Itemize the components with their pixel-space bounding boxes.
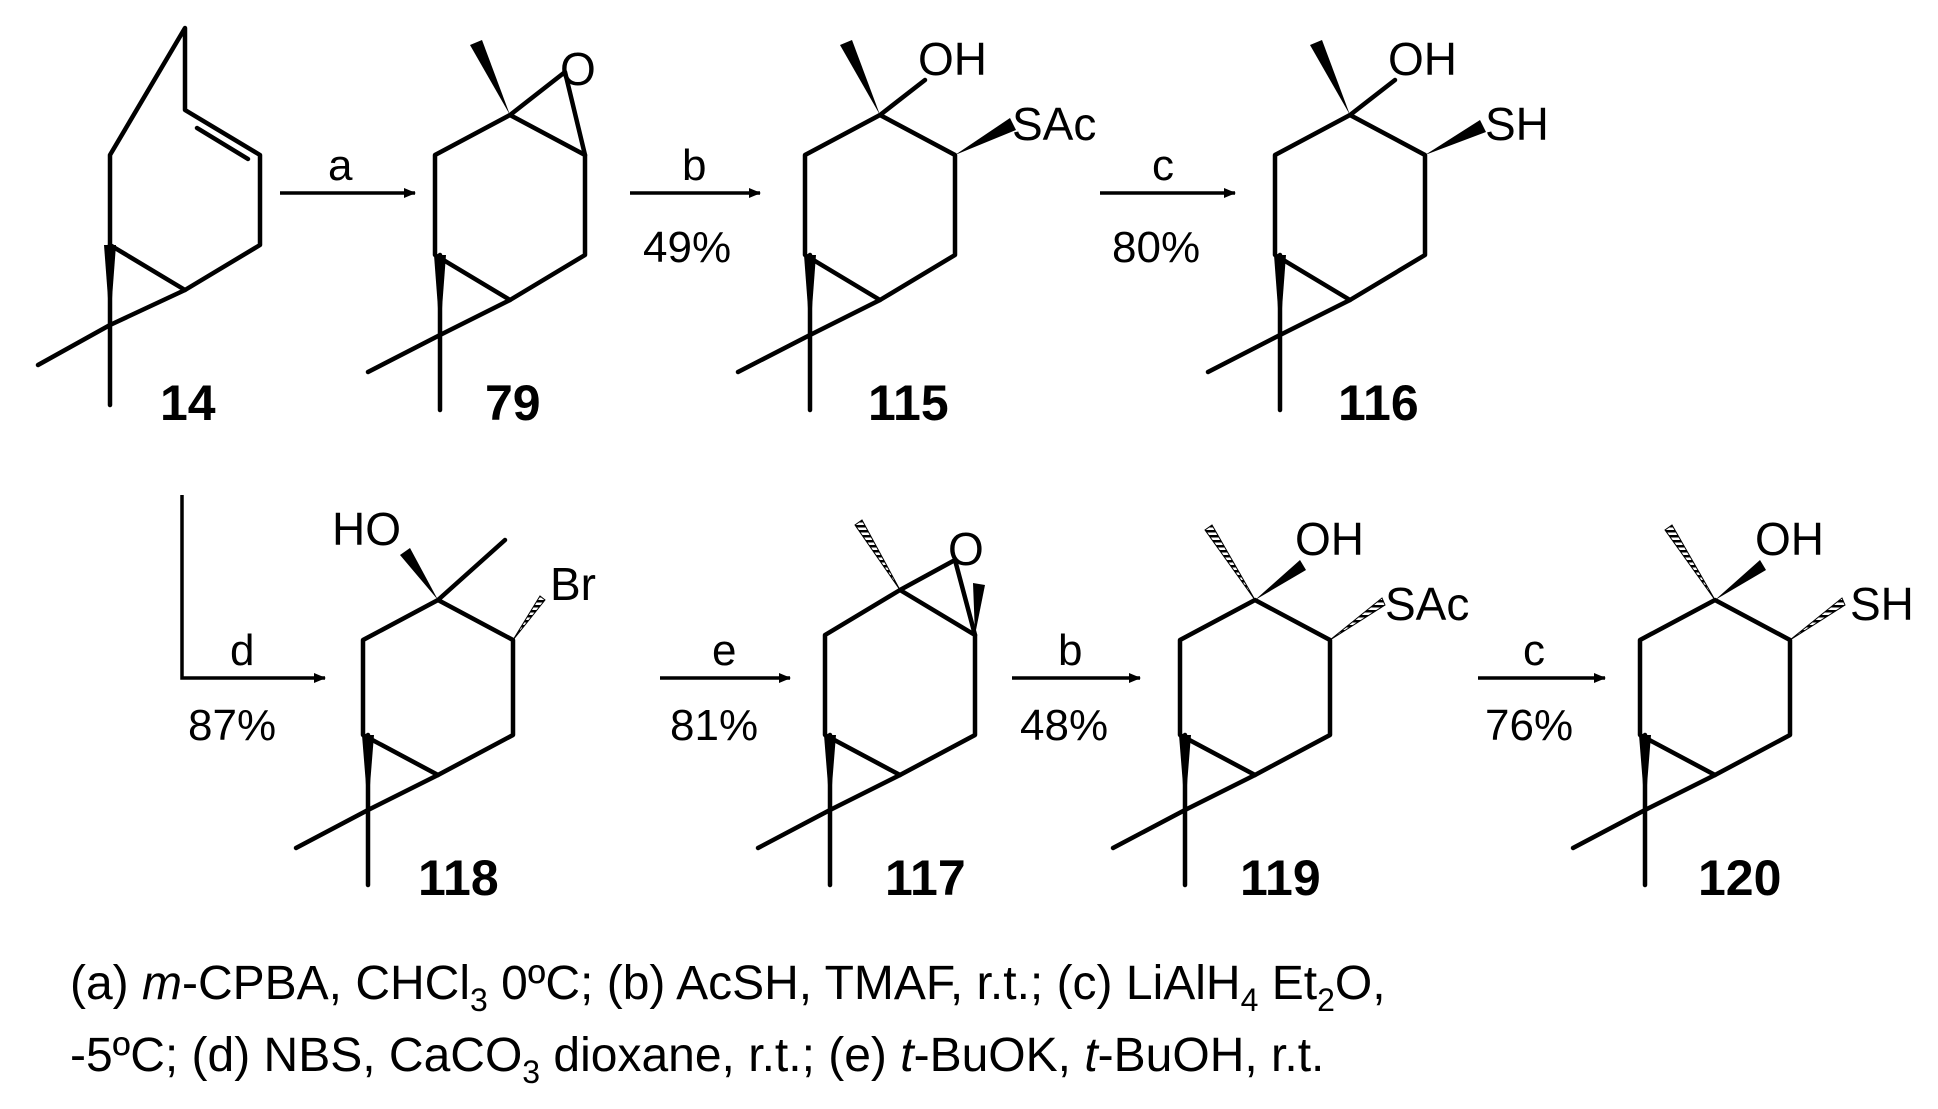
arrow-yield: 80% [1112, 223, 1200, 272]
conditions-text: 0ºC; (b) AcSH, TMAF, r.t.; (c) LiAlH [487, 957, 1241, 1010]
conditions-italic: t [900, 1029, 914, 1082]
compound-label-119: 119 [1240, 850, 1321, 906]
reaction-scheme: 14 a O 79 b 49% OH SAc 115 c 8 [35, 25, 1914, 906]
conditions-subscript: 3 [522, 1054, 541, 1090]
arrow-reagent: b [682, 141, 706, 190]
compound-label-117: 117 [885, 850, 966, 906]
compound-label-118: 118 [418, 850, 499, 906]
conditions-text: -CPBA, CHCl [181, 957, 471, 1010]
arrow-yield: 48% [1020, 701, 1108, 750]
arrow-b-1: b 49% [630, 141, 761, 272]
conditions-subscript: 4 [1240, 982, 1259, 1018]
conditions-text: -BuOK, [913, 1029, 1085, 1082]
conditions-line-2: -5ºC; (d) NBS, CaCO3 dioxane, r.t.; (e) … [70, 1020, 1890, 1092]
arrow-e: e 81% [660, 626, 791, 750]
arrow-yield: 87% [188, 701, 276, 750]
atom-SH: SH [1485, 98, 1549, 150]
atom-OH: OH [918, 33, 987, 85]
arrow-yield: 76% [1485, 701, 1573, 750]
atom-OH: OH [1388, 33, 1457, 85]
atom-HO: HO [332, 503, 401, 555]
compound-14: 14 [35, 25, 263, 431]
compound-label-115: 115 [868, 375, 949, 431]
arrow-yield: 81% [670, 701, 758, 750]
compound-label-79: 79 [485, 375, 541, 431]
arrow-c-1: c 80% [1100, 141, 1236, 272]
atom-OH: OH [1755, 513, 1824, 565]
arrow-b-2: b 48% [1012, 626, 1141, 750]
arrow-c-2: c 76% [1478, 626, 1606, 750]
conditions-subscript: 3 [470, 982, 488, 1018]
compound-118: HO Br 118 [293, 503, 596, 906]
arrow-reagent: e [712, 626, 736, 675]
conditions-line-1: (a) m-CPBA, CHCl3 0ºC; (b) AcSH, TMAF, r… [70, 948, 1890, 1020]
compound-label-120: 120 [1698, 850, 1781, 906]
conditions-text: -BuOH, r.t. [1097, 1029, 1325, 1082]
atom-SAc: SAc [1385, 578, 1469, 630]
arrow-a: a [280, 141, 416, 198]
atom-OH: OH [1295, 513, 1364, 565]
arrow-reagent: d [230, 626, 254, 675]
conditions-text: (a) [70, 957, 142, 1010]
arrow-yield: 49% [643, 223, 731, 272]
arrow-reagent: b [1058, 626, 1082, 675]
atom-SH: SH [1850, 578, 1914, 630]
compound-116: OH SH 116 [1205, 33, 1549, 431]
compound-label-116: 116 [1338, 375, 1419, 431]
compound-label-14: 14 [160, 375, 216, 431]
conditions-subscript: 2 [1317, 982, 1335, 1018]
arrow-reagent: a [328, 141, 353, 190]
compound-115: OH SAc 115 [735, 33, 1096, 431]
arrow-reagent: c [1523, 626, 1545, 675]
arrow-reagent: c [1152, 141, 1174, 190]
compound-79: O 79 [365, 40, 596, 431]
conditions-text: dioxane, r.t.; (e) [540, 1029, 901, 1082]
conditions-text: O, [1334, 957, 1386, 1010]
conditions-text: -5ºC; (d) NBS, CaCO [70, 1029, 523, 1082]
atom-O: O [948, 523, 984, 575]
compound-117: O 117 [755, 519, 985, 906]
reaction-conditions: (a) m-CPBA, CHCl3 0ºC; (b) AcSH, TMAF, r… [70, 948, 1890, 1092]
conditions-italic: t [1084, 1029, 1098, 1082]
atom-Br: Br [550, 558, 596, 610]
atom-O: O [560, 43, 596, 95]
compound-119: OH SAc 119 [1110, 513, 1469, 906]
compound-120: OH SH 120 [1570, 513, 1914, 906]
conditions-text: Et [1258, 957, 1318, 1010]
atom-SAc: SAc [1012, 98, 1096, 150]
arrow-d: d 87% [180, 495, 326, 750]
conditions-italic: m [142, 957, 182, 1010]
